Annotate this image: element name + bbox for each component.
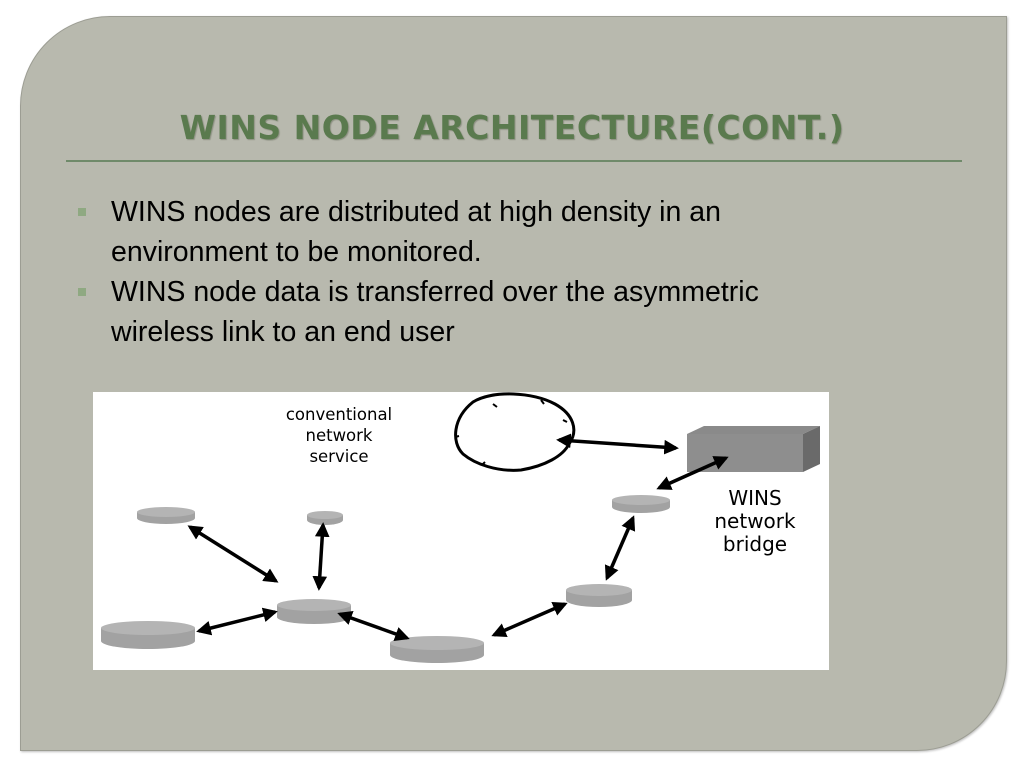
node-disk-icon	[137, 507, 195, 524]
cloud-label-line: network	[305, 426, 372, 445]
node-disk-icon	[566, 584, 632, 607]
double-arrow-icon	[187, 525, 279, 583]
bullet-item: WINS nodes are distributed at high densi…	[78, 192, 908, 272]
double-arrow-icon	[491, 601, 568, 638]
double-arrow-icon	[556, 433, 679, 455]
bridge-label-line: network	[714, 509, 796, 533]
bullet-line: environment to be monitored.	[111, 236, 482, 268]
cloud-texture	[454, 399, 568, 466]
network-diagram-svg: conventional network service WINS networ…	[101, 392, 820, 663]
double-arrow-icon	[196, 607, 278, 636]
title-divider	[66, 160, 962, 162]
node-disk-icon	[101, 621, 195, 649]
cloud-label-line: service	[309, 447, 368, 466]
cloud-label-line: conventional	[286, 405, 392, 424]
bullet-line: wireless link to an end user	[111, 316, 455, 348]
double-arrow-icon	[656, 456, 729, 490]
node-disk-icon	[612, 495, 670, 513]
bridge-label-line: bridge	[723, 532, 787, 556]
double-arrow-icon	[604, 515, 636, 581]
node-disk-icon	[277, 599, 351, 624]
node-disk-icon	[390, 636, 484, 663]
double-arrow-icon	[337, 611, 410, 641]
bullet-list: WINS nodes are distributed at high densi…	[78, 192, 908, 352]
bullet-line: WINS node data is transferred over the a…	[111, 276, 759, 308]
bullet-square-icon	[78, 288, 86, 296]
bullet-square-icon	[78, 208, 86, 216]
bullet-line: WINS nodes are distributed at high densi…	[111, 196, 721, 228]
slide-title: WINS NODE ARCHITECTURE(CONT.)	[179, 108, 845, 147]
node-disk-icon	[307, 511, 343, 525]
double-arrow-icon	[312, 522, 330, 591]
bullet-item: WINS node data is transferred over the a…	[78, 272, 908, 352]
network-diagram: conventional network service WINS networ…	[93, 392, 829, 670]
cloud-icon	[454, 392, 576, 472]
bridge-label-line: WINS	[728, 486, 781, 510]
